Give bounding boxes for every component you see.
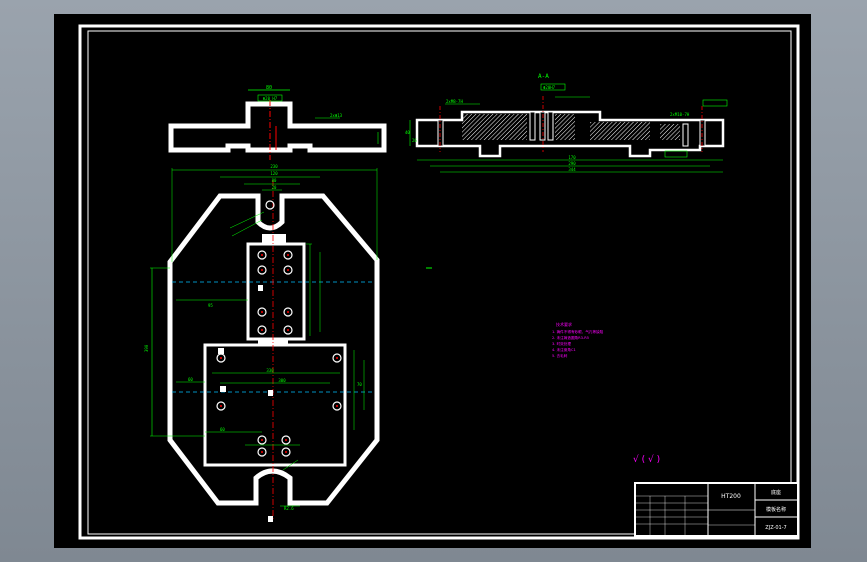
dim-section-290: 290 [568, 161, 576, 166]
dim-top-width: 80 [266, 85, 272, 91]
dim-top-side: 2xΦ13 [330, 113, 343, 118]
note-4: 4. 未注倒角C1 [552, 347, 576, 352]
dim-plan-inner1: 120 [270, 171, 278, 176]
dim-plan-overall: 230 [270, 164, 278, 169]
label-section-mid: Φ20H7 [543, 85, 556, 90]
section-label: A-A [538, 73, 549, 80]
dim-section-344: 344 [568, 167, 576, 172]
material-label: HT200 [721, 493, 741, 500]
note-5: 5. 去毛刺 [552, 353, 568, 358]
drawing-number: ZJZ-01-7 [765, 525, 786, 531]
title-block: HT200 底座 模板名称 ZJZ-01-7 [634, 482, 799, 537]
inner-border [87, 30, 792, 535]
part-name: 底座 [771, 489, 781, 496]
plan-view: 230 120 80 20 390 95 60 330 300 70 60 R2… [144, 164, 380, 522]
second-row-label: 模板名称 [766, 506, 786, 513]
technical-notes: 技术要求 1. 铸件不得有砂眼、气孔等缺陷 2. 未注铸造圆角R3-R5 3. … [552, 321, 604, 358]
dim-top-tol: Φ20 H7 [263, 96, 278, 101]
dim-plan-right: 70 [357, 382, 362, 387]
dim-section-170: 170 [568, 155, 576, 160]
dim-section-height: 40 [405, 130, 410, 135]
dim-plan-left: 60 [188, 377, 193, 382]
label-section-left: 2xM8-7H [446, 99, 463, 104]
roughness-symbol: √ ( √ ) [633, 454, 660, 465]
section-view: A-A 170 290 344 40 26 [405, 73, 728, 173]
front-view: 80 Φ20 H7 2xΦ13 [168, 85, 387, 160]
dim-plan-inner2: 80 [272, 178, 277, 183]
dim-plan-height: 390 [144, 344, 149, 352]
dim-plan-spacing: 20 [272, 185, 277, 190]
dim-plan-rect-w2: 300 [278, 378, 286, 383]
dim-plan-rect-w: 330 [266, 368, 274, 373]
dim-plan-mid: 95 [208, 303, 213, 308]
dim-plan-bottom-r: R2.6 [284, 506, 294, 511]
dim-plan-bottom-w: 60 [220, 427, 225, 432]
note-title: 技术要求 [556, 321, 572, 327]
dim-section-depth: 26 [412, 138, 417, 143]
sheet-border [78, 24, 800, 540]
drawing-sheet [54, 14, 811, 548]
note-3: 3. 时效处理 [552, 341, 571, 346]
label-section-right: 2xM10-7H [670, 112, 690, 117]
note-1: 1. 铸件不得有砂眼、气孔等缺陷 [552, 329, 604, 334]
note-2: 2. 未注铸造圆角R3-R5 [552, 335, 589, 340]
